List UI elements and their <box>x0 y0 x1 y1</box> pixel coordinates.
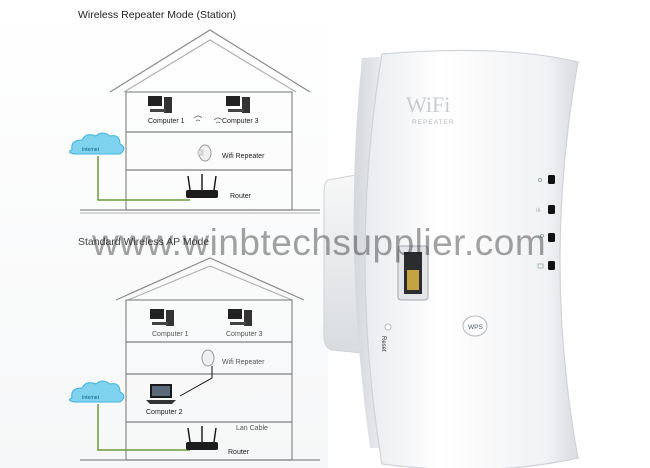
lan-led-icon <box>537 263 544 269</box>
status-led-group: ılı <box>536 175 555 270</box>
repeater-icon <box>197 144 212 162</box>
router-icon <box>186 426 218 450</box>
wps-led-icon <box>539 233 545 239</box>
computer-icon <box>228 309 252 326</box>
network-diagram-svg: Internet Computer 1 Computer 3 <box>68 29 320 461</box>
wps-led <box>548 233 555 242</box>
repeater-label: Wifi Repeater <box>222 359 265 366</box>
router-label: Router <box>228 449 250 456</box>
repeater-label: Wifi Repeater <box>222 153 265 160</box>
wifi-led <box>548 205 555 214</box>
router-icon <box>186 174 218 198</box>
computer-label: Computer 2 <box>146 409 183 416</box>
ethernet-port <box>397 245 429 301</box>
watermark-text: www.winbtechsupplier.com <box>92 222 547 263</box>
computer-label: Computer 1 <box>148 118 185 125</box>
wifi-logo: WiFi <box>406 92 450 117</box>
repeater-icon <box>201 349 215 367</box>
computer-label: Computer 3 <box>222 118 259 125</box>
repeater-device-photo: WiFi REPEATER ılı Reset WPS <box>323 49 579 468</box>
device-shell <box>364 49 579 468</box>
cable-label: Lan Cable <box>236 425 268 432</box>
internet-label: Internet <box>82 395 100 401</box>
computer-icon <box>226 96 250 113</box>
computer-label: Computer 1 <box>152 331 189 338</box>
wifi-signal-icon <box>193 115 223 124</box>
wifi-led-icon: ılı <box>536 208 541 214</box>
repeater-logo-sub: REPEATER <box>412 119 455 126</box>
computer-label: Computer 3 <box>226 331 263 338</box>
power-led-icon <box>537 177 543 183</box>
house-bottom <box>80 257 320 461</box>
diagram-title-bottom: Standard Wireless AP Mode <box>78 236 210 248</box>
internet-label: Internet <box>82 147 100 153</box>
wps-button[interactable]: WPS <box>462 315 488 337</box>
router-label: Router <box>230 193 252 200</box>
internet-cloud-icon: Internet <box>68 132 190 201</box>
computer-icon <box>148 96 172 113</box>
laptop-icon <box>146 384 176 404</box>
diagram-title-top: Wireless Repeater Mode (Station) <box>78 9 237 21</box>
house-top <box>80 29 320 214</box>
power-led <box>548 175 555 184</box>
reset-label: Reset <box>380 336 386 352</box>
computer-icon <box>150 309 174 326</box>
reset-button[interactable] <box>384 323 392 331</box>
lan-cable-line <box>179 366 213 397</box>
wps-label: WPS <box>468 324 483 331</box>
lan-led <box>548 261 555 270</box>
network-diagram-panel: Wireless Repeater Mode (Station) Standar… <box>0 0 328 468</box>
internet-cloud-icon: Internet <box>68 380 190 451</box>
